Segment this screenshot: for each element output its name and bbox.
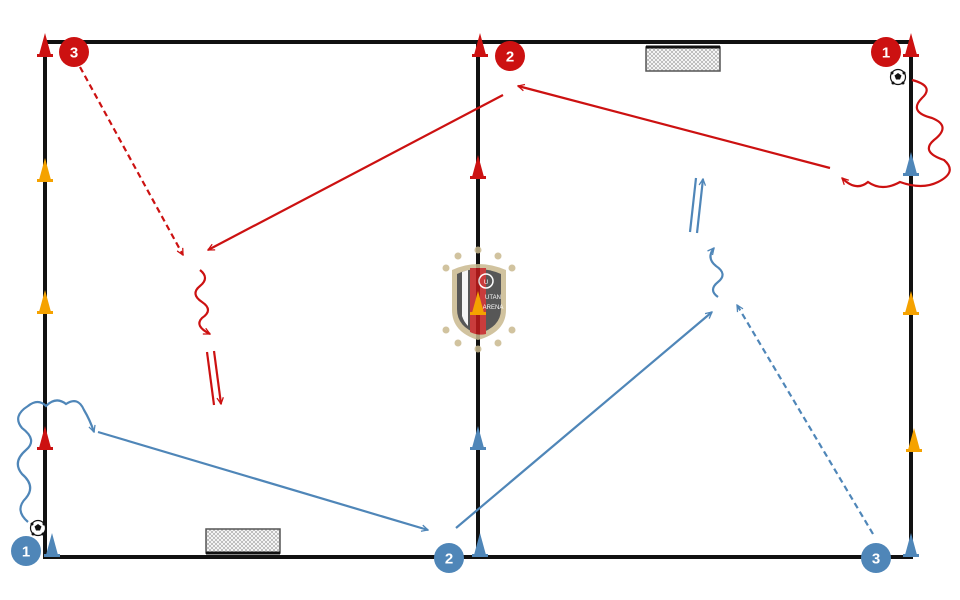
blue-player-3[interactable]: 3 — [861, 543, 891, 573]
player-number: 1 — [22, 544, 30, 561]
training-cone-icon — [39, 158, 51, 180]
training-cone-icon — [472, 291, 484, 313]
red-pass-arrow — [208, 94, 504, 251]
blue-pass-arrow — [97, 430, 428, 530]
red-player-3[interactable]: 3 — [59, 37, 89, 67]
training-cone-icon — [905, 533, 917, 555]
training-cone-icon — [39, 426, 51, 448]
blue-run-arrow — [736, 305, 874, 535]
blue-team-movements — [16, 177, 874, 535]
player-number: 3 — [872, 551, 880, 568]
mini-goal-top — [645, 45, 721, 72]
blue-sprint-line — [695, 179, 703, 234]
red-run-arrow — [79, 66, 184, 255]
red-dribble-path — [842, 78, 951, 189]
player-number: 1 — [882, 45, 890, 62]
player-number: 2 — [445, 551, 453, 568]
training-cone-icon — [46, 533, 58, 555]
red-dribble-path — [194, 269, 210, 335]
player-number: 2 — [506, 49, 514, 66]
red-player-2[interactable]: 2 — [495, 41, 525, 71]
red-sprint-line — [212, 350, 221, 404]
red-player-1[interactable]: 1 — [871, 37, 901, 67]
training-cone-icon — [472, 426, 484, 448]
training-cone-icon — [908, 428, 920, 450]
crest-text-line-2: ARENA — [483, 305, 504, 311]
blue-player-1[interactable]: 1 — [11, 536, 41, 566]
red-team-movements — [79, 66, 951, 406]
training-cone-icon — [905, 291, 917, 313]
training-cone-icon — [474, 33, 486, 55]
training-cone-icon — [472, 155, 484, 177]
soccer-ball-icon — [889, 68, 907, 86]
blue-dribble-path — [710, 248, 724, 298]
blue-sprint-line — [688, 177, 698, 233]
crest-initial: U — [484, 280, 488, 286]
training-cone-icon — [39, 33, 51, 55]
red-pass-arrow — [518, 86, 831, 170]
training-cone-icon — [474, 533, 486, 555]
cones — [37, 33, 922, 557]
training-cone-icon — [905, 152, 917, 174]
training-cone-icon — [905, 33, 917, 55]
player-number: 3 — [70, 45, 78, 62]
blue-dribble-path — [16, 399, 94, 523]
training-cone-icon — [39, 290, 51, 312]
crest-text-line-1: UTAN — [485, 295, 501, 301]
soccer-ball-icon — [29, 519, 47, 537]
red-sprint-line — [205, 351, 216, 406]
blue-pass-arrow — [455, 312, 712, 529]
blue-player-2[interactable]: 2 — [434, 543, 464, 573]
mini-goal-bottom — [205, 528, 281, 555]
